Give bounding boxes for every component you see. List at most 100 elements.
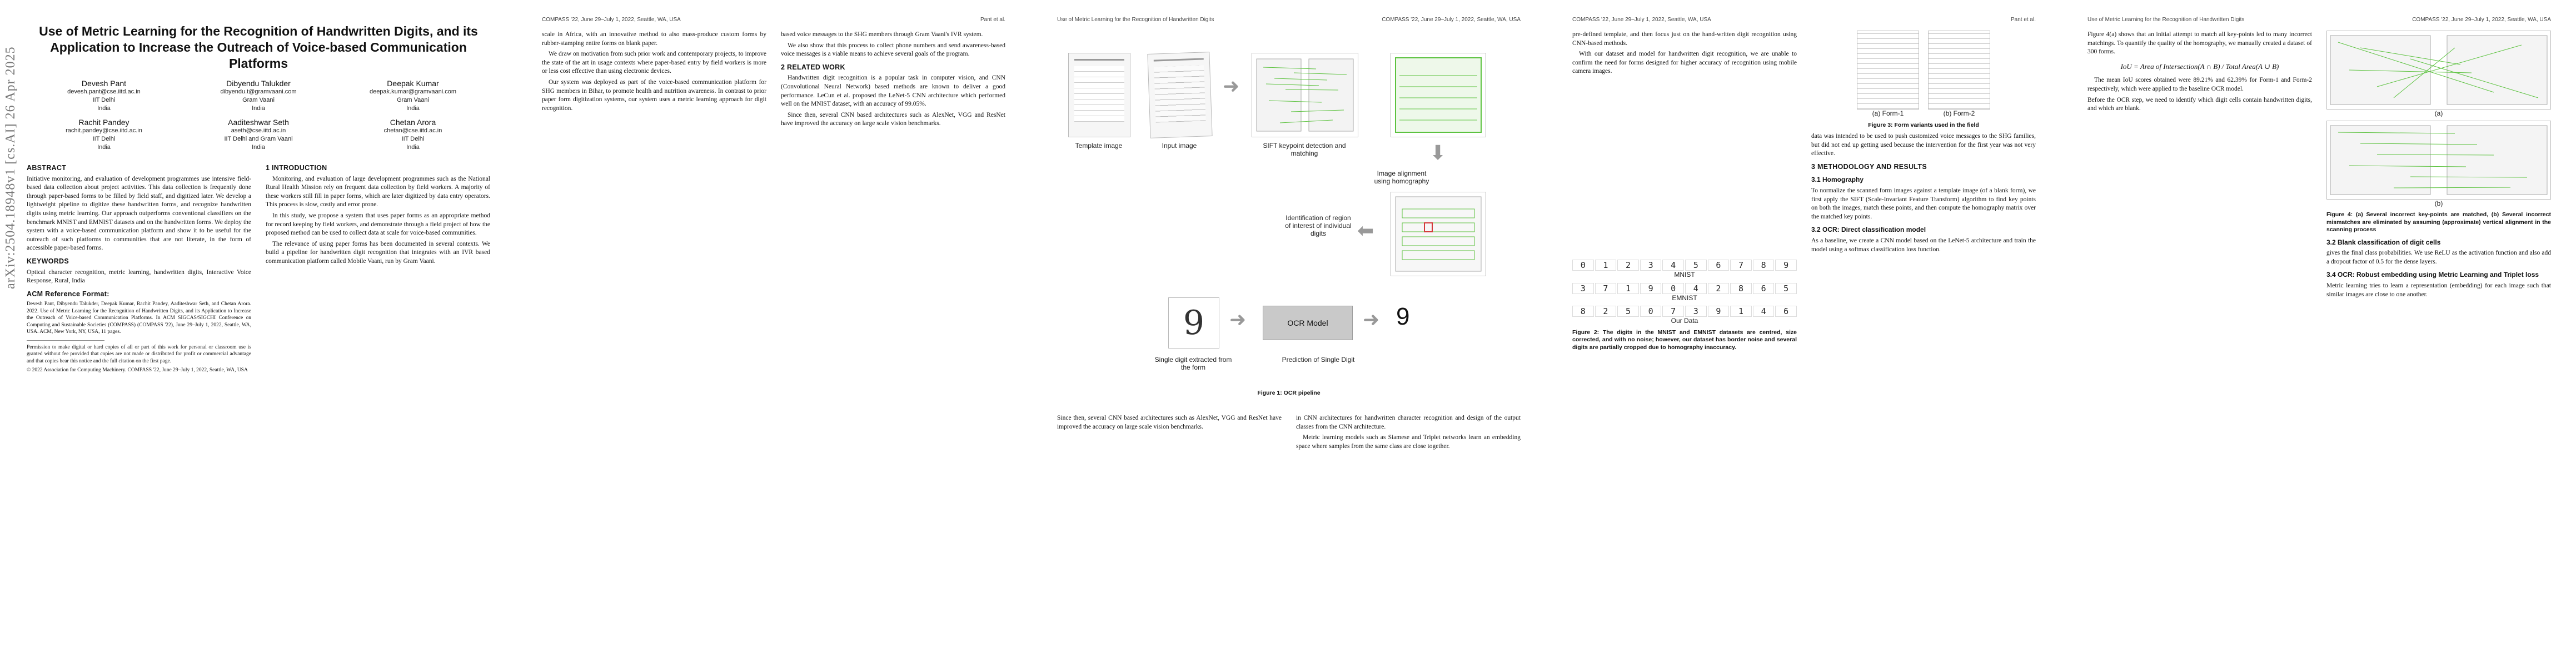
form-1-label: (a) Form-1 (1872, 109, 1904, 117)
single-digit-label: Single digit extracted from the form (1154, 356, 1232, 371)
arxiv-stamp: arXiv:2504.18948v1 [cs.AI] 26 Apr 2025 (3, 46, 18, 289)
body-paragraph: Since then, several CNN based architectu… (781, 111, 1005, 127)
arrow-down-icon: ⬇ (1429, 142, 1447, 165)
template-image (1068, 53, 1130, 137)
roi-grid (1395, 196, 1482, 272)
page-1: arXiv:2504.18948v1 [cs.AI] 26 Apr 2025 U… (0, 0, 517, 667)
emnist-label: EMNIST (1672, 293, 1697, 302)
figure-4-keypoints: (a) (b) (2326, 31, 2551, 208)
p4-left-column: pre-defined template, and then focus jus… (1572, 31, 1797, 355)
body-paragraph: pre-defined template, and then focus jus… (1572, 31, 1797, 47)
permission-text: Permission to make digital or hard copie… (27, 344, 251, 364)
body-paragraph: Metric learning models such as Siamese a… (1296, 434, 1521, 450)
body-paragraph: Before the OCR step, we need to identify… (2087, 96, 2312, 112)
form-2-label: (b) Form-2 (1943, 109, 1975, 117)
figure-4-caption: Figure 4: (a) Several incorrect key-poin… (2326, 211, 2551, 233)
acm-ref-heading: ACM Reference Format: (27, 290, 109, 298)
running-head-left: Use of Metric Learning for the Recogniti… (2087, 17, 2245, 23)
single-digit-image: 9 (1168, 297, 1219, 349)
p4-right-column: (a) Form-1 (b) Form-2 Figure 3: Form var… (1811, 31, 2036, 355)
aligned-overlay (1395, 57, 1482, 133)
body-paragraph: With our dataset and model for handwritt… (1572, 51, 1797, 75)
intro-paragraph-1: Monitoring, and evaluation of large deve… (266, 175, 490, 208)
body-paragraph: Since then, several CNN based architectu… (1057, 415, 1282, 430)
running-head-left: COMPASS '22, June 29–July 1, 2022, Seatt… (1572, 17, 1711, 23)
figure-4a-image (2326, 31, 2551, 109)
body-paragraph: based voice messages to the SHG members … (781, 31, 983, 38)
body-paragraph: Figure 4(a) shows that an initial attemp… (2087, 31, 2312, 56)
body-paragraph: The mean IoU scores obtained were 89.21%… (2087, 77, 2312, 92)
body-paragraph: We also show that this process to collec… (781, 42, 1005, 58)
p2-right-column: based voice messages to the SHG members … (781, 31, 1005, 131)
keypoint-lines-b (2330, 125, 2548, 195)
body-paragraph: We draw on motivation from such prior wo… (542, 51, 766, 75)
arrow-left-icon: ⬅ (1357, 220, 1374, 242)
figure-4b-label: (b) (2434, 199, 2443, 207)
figure-1-pipeline: Template image Input image ➜ SIFT keypoi… (1057, 31, 1521, 414)
alignment-label: Image alignment using homography (1374, 170, 1429, 185)
arrow-right-icon: ➜ (1229, 308, 1247, 331)
predicted-digit: 9 (1396, 303, 1410, 330)
input-image (1147, 52, 1213, 138)
running-head-right: COMPASS '22, June 29–July 1, 2022, Seatt… (1382, 17, 1521, 23)
running-head-right: Pant et al. (2010, 17, 2036, 23)
homography-heading: 3.1 Homography (1811, 176, 1864, 184)
blank-classification-heading: 3.2 Blank classification of digit cells (2326, 238, 2441, 246)
p1-left-column: ABSTRACT Initiative monitoring, and eval… (27, 160, 251, 376)
figure-3-forms: (a) Form-1 (b) Form-2 (1811, 31, 2036, 118)
aligned-image (1391, 53, 1486, 137)
keywords-heading: KEYWORDS (27, 257, 69, 265)
intro-paragraph-2: In this study, we propose a system that … (266, 212, 490, 237)
digit-glyph: 9 (1183, 303, 1205, 342)
running-head-right: Pant et al. (980, 17, 1005, 23)
body-paragraph: Metric learning tries to learn a represe… (2326, 282, 2551, 298)
methodology-heading: 3 METHODOLOGY AND RESULTS (1811, 162, 1927, 171)
sift-label: SIFT keypoint detection and matching (1263, 142, 1346, 157)
p3-left-column: Since then, several CNN based architectu… (1057, 414, 1282, 453)
arrow-right-icon: ➜ (1223, 75, 1240, 98)
paper-title: Use of Metric Learning for the Recogniti… (39, 24, 478, 71)
p2-left-column: scale in Africa, with an innovative meth… (542, 31, 766, 131)
p5-right-column: (a) (b) Figure 4: (a) Several incorrect … (2326, 31, 2551, 301)
figure-4b-image (2326, 120, 2551, 200)
acm-ref-text: Devesh Pant, Dibyendu Talukder, Deepak K… (27, 301, 251, 335)
intro-heading: 1 INTRODUCTION (266, 164, 327, 172)
arrow-right-icon: ➜ (1363, 308, 1380, 331)
body-paragraph: Our system was deployed as part of the v… (542, 78, 766, 112)
related-work-heading: 2 RELATED WORK (781, 63, 845, 71)
ocr-model-box: OCR Model (1263, 306, 1353, 340)
p1-right-column: 1 INTRODUCTION Monitoring, and evaluatio… (266, 160, 490, 376)
figure-2-caption: Figure 2: The digits in the MNIST and EM… (1572, 328, 1797, 351)
form-2-image (1928, 31, 1990, 109)
sift-lines (1256, 58, 1354, 132)
figure-4a-label: (a) (2434, 109, 2443, 117)
intro-paragraph-3: The relevance of using paper forms has b… (266, 240, 490, 265)
body-paragraph: To normalize the scanned form images aga… (1811, 187, 2036, 220)
running-head-right: COMPASS '22, June 29–July 1, 2022, Seatt… (2412, 17, 2551, 23)
roi-image (1391, 192, 1486, 276)
body-paragraph: scale in Africa, with an innovative meth… (542, 31, 766, 47)
running-head-left: COMPASS '22, June 29–July 1, 2022, Seatt… (542, 17, 681, 23)
template-image-label: Template image (1075, 142, 1123, 150)
page-2: COMPASS '22, June 29–July 1, 2022, Seatt… (515, 0, 1032, 667)
keywords-text: Optical character recognition, metric le… (27, 268, 251, 285)
ocr-model-label: OCR Model (1287, 318, 1328, 327)
sift-matching-image (1252, 53, 1358, 137)
abstract-text: Initiative monitoring, and evaluation of… (27, 175, 251, 252)
keypoint-lines-a (2330, 35, 2548, 105)
p3-right-column: in CNN architectures for handwritten cha… (1296, 414, 1521, 453)
input-image-label: Input image (1162, 142, 1197, 150)
mnist-label: MNIST (1674, 270, 1695, 278)
abstract-heading: ABSTRACT (27, 164, 67, 172)
form-1-image (1857, 31, 1919, 109)
